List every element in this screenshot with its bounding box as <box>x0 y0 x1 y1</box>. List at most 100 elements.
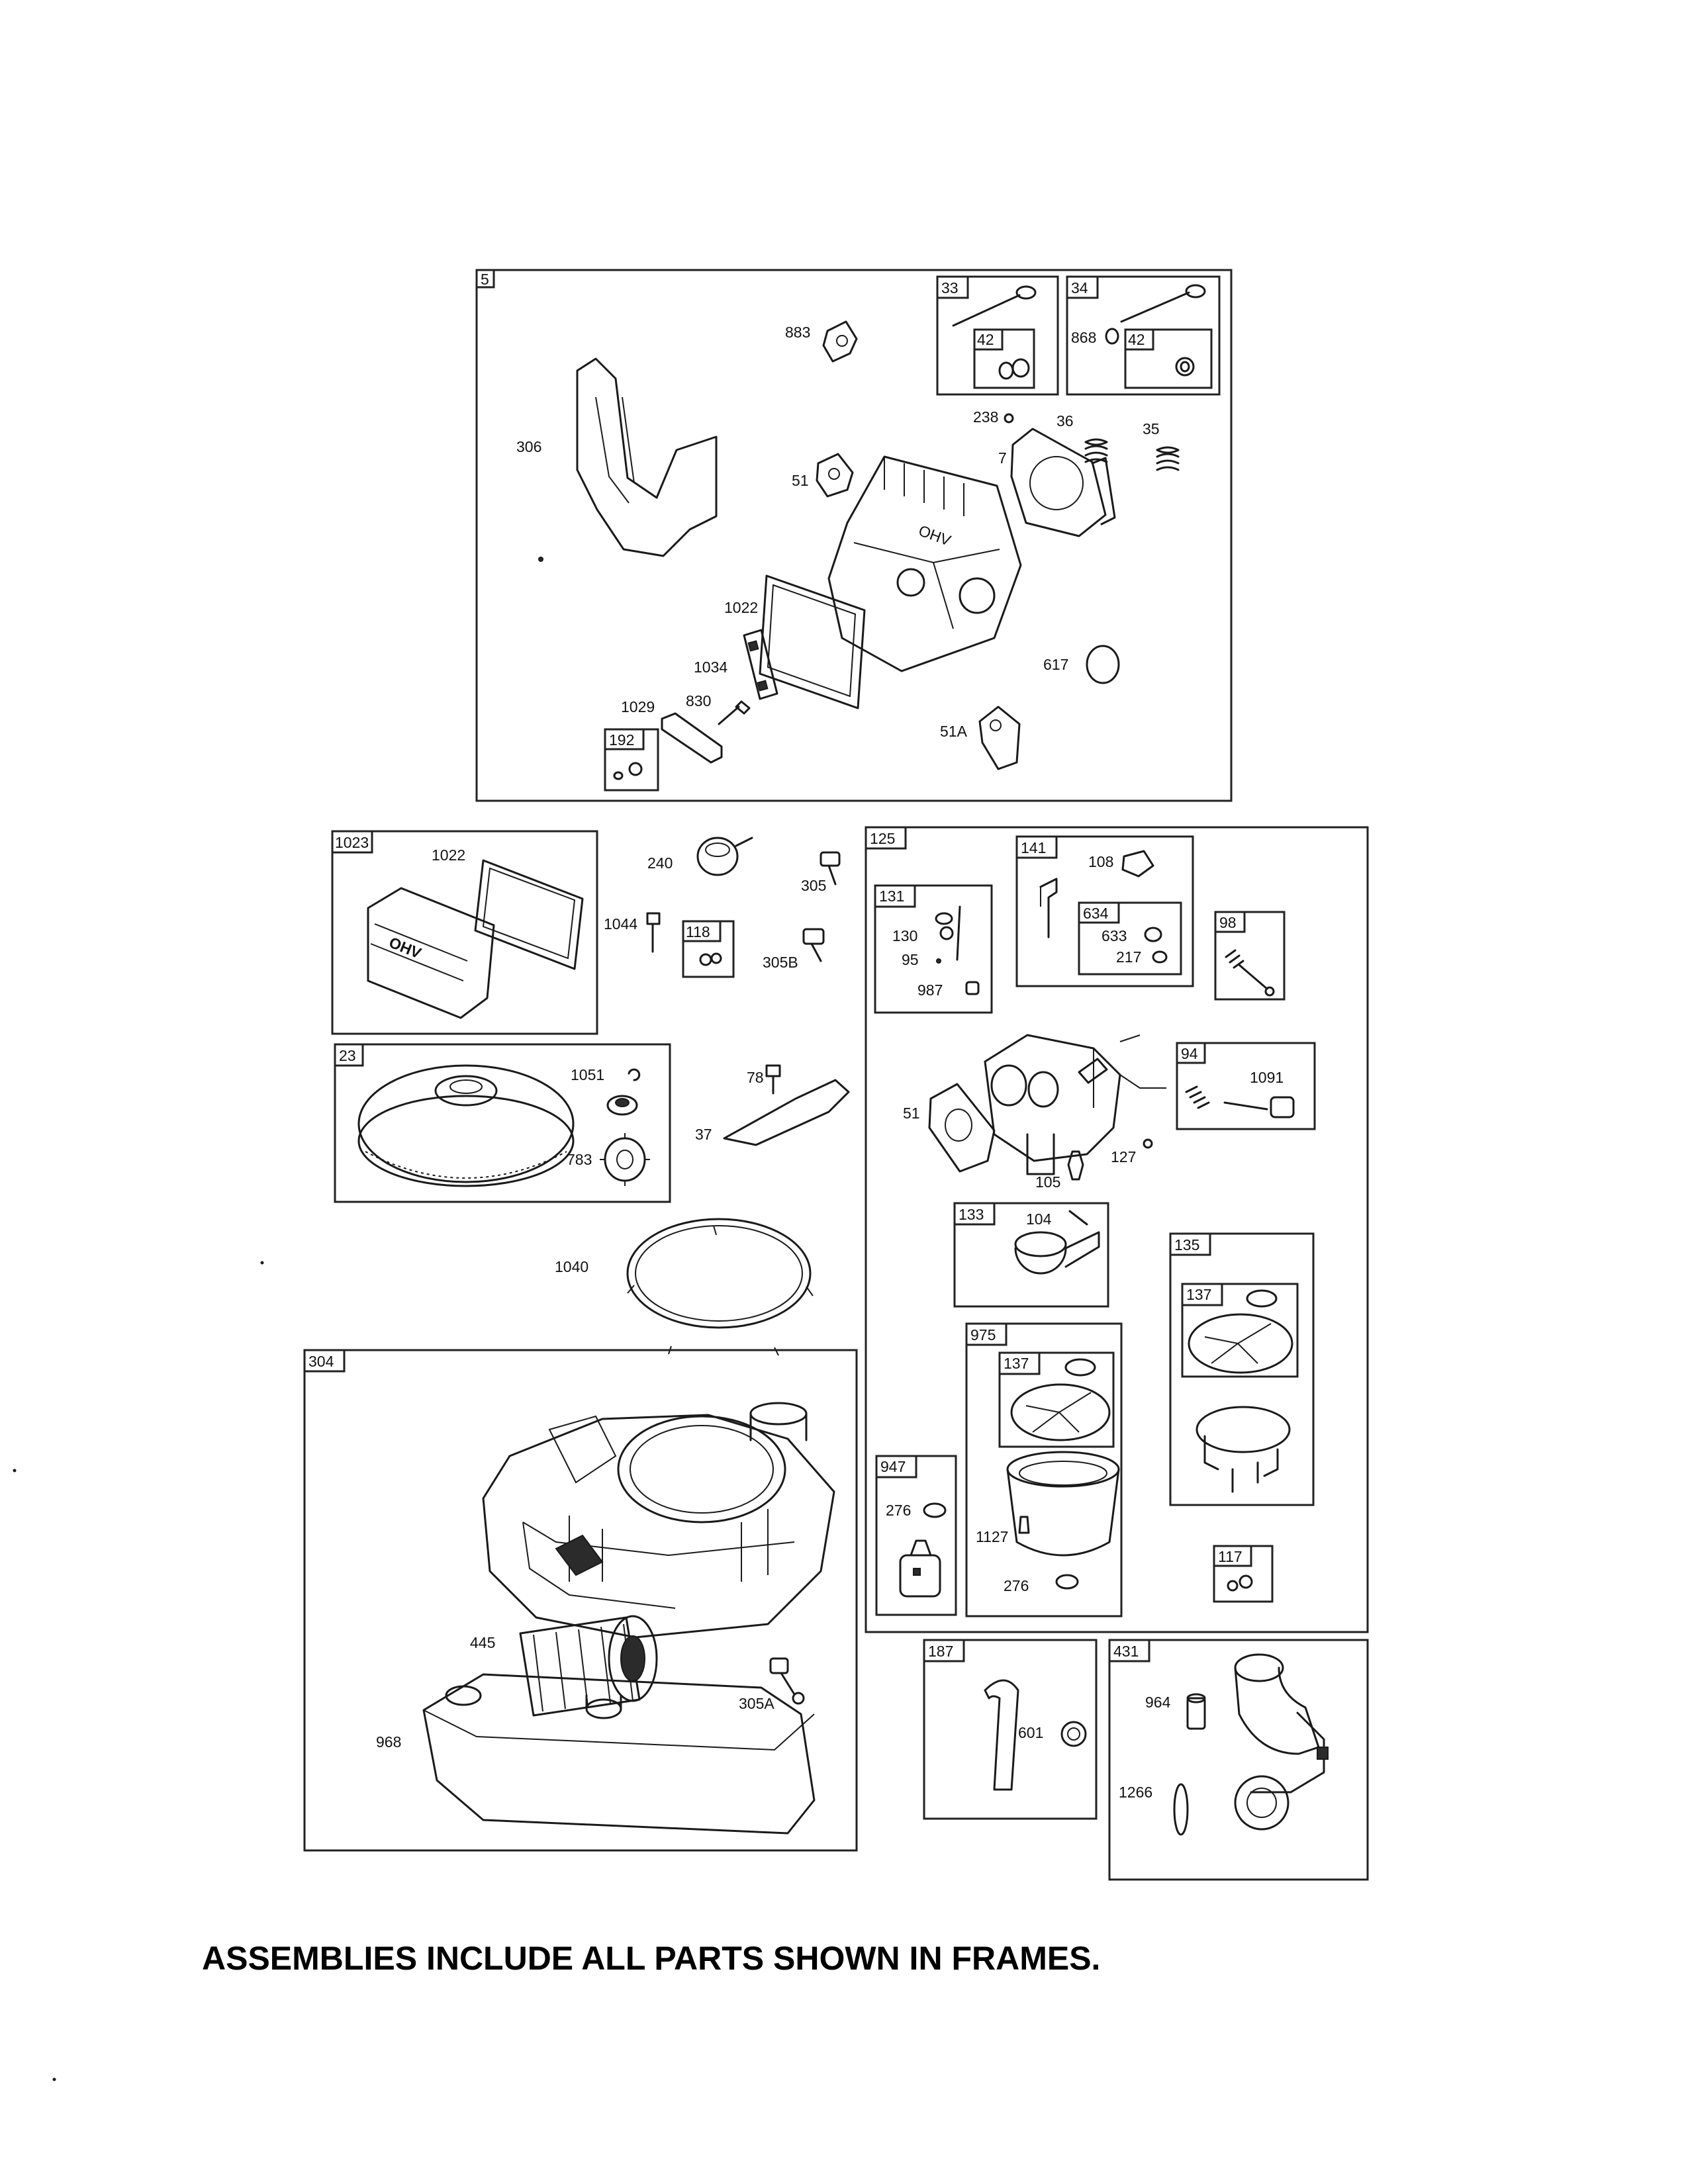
washer-part <box>606 1095 638 1116</box>
frame-141: 141 108 634 633 217 <box>1015 835 1194 987</box>
frame-5-label: 5 <box>481 271 489 288</box>
cylinder-shield-part <box>576 357 718 557</box>
frame-94: 94 1091 <box>1176 1042 1316 1130</box>
frame-947-label: 947 <box>880 1458 906 1475</box>
part-1040-label: 1040 <box>555 1258 588 1275</box>
frame-141-label: 141 <box>1021 839 1046 856</box>
washer-276b-part <box>1055 1574 1079 1590</box>
seal-633-part <box>1144 927 1162 942</box>
mixture-screw-94-part <box>1185 1085 1295 1118</box>
part-1044-label: 1044 <box>604 915 637 933</box>
part-1029-label: 1029 <box>621 698 655 715</box>
part-217-label: 217 <box>1116 948 1141 966</box>
primer-240-part <box>696 837 753 876</box>
valve-seal-868-part <box>1105 328 1119 345</box>
frame-42b-label: 42 <box>1128 331 1145 348</box>
part-240-label: 240 <box>647 854 673 872</box>
valve-seal-b-part <box>1175 357 1195 377</box>
frame-23: 23 1051 783 <box>334 1043 671 1203</box>
speck-mark-part <box>538 557 543 562</box>
part-1034-label: 1034 <box>694 659 727 676</box>
throttle-shaft-130-part <box>935 905 961 961</box>
intake-valve-part <box>952 285 1037 327</box>
scan-speck-2 <box>13 1469 17 1473</box>
part-105-label: 105 <box>1035 1173 1060 1191</box>
frame-33: 33 42 <box>936 275 1059 396</box>
frame-131: 131 130 95 987 <box>874 884 993 1014</box>
part-51a-label: 51 <box>792 472 809 489</box>
part-104-label: 104 <box>1026 1210 1052 1228</box>
o-ring-617-part <box>1086 645 1120 684</box>
frame-98-label: 98 <box>1219 914 1237 931</box>
fuel-tank-968-part <box>422 1673 816 1835</box>
screw-830-part <box>718 700 751 725</box>
washer-276a-part <box>923 1502 947 1518</box>
key-1051-part <box>628 1068 641 1081</box>
frame-1023-label: 1023 <box>335 834 369 851</box>
gear-783-part <box>600 1133 650 1186</box>
pin-238-part <box>1004 413 1014 424</box>
head-logo-text: OHV <box>916 522 953 549</box>
float-needle-105-part <box>1067 1150 1084 1181</box>
part-305A-label: 305A <box>739 1695 774 1712</box>
frame-118-label: 118 <box>686 923 710 940</box>
part-276b-label: 276 <box>1004 1577 1029 1594</box>
part-51A-label: 51A <box>940 723 968 740</box>
blower-housing-part <box>482 1402 835 1639</box>
part-36-label: 36 <box>1056 412 1074 430</box>
footer-note: ASSEMBLIES INCLUDE ALL PARTS SHOWN IN FR… <box>202 1940 1101 1977</box>
frame-947: 947 276 <box>875 1455 957 1616</box>
frame-192-label: 192 <box>609 731 634 749</box>
frame-94-label: 94 <box>1181 1045 1198 1062</box>
part-306-label: 306 <box>516 438 541 455</box>
part-1266-label: 1266 <box>1119 1784 1152 1801</box>
o-ring-127-part <box>1143 1138 1153 1149</box>
frame-431-label: 431 <box>1113 1643 1139 1660</box>
head-gasket-part <box>1010 428 1116 537</box>
frame-137a-label: 137 <box>1186 1286 1211 1303</box>
part-51b-label: 51 <box>903 1105 920 1122</box>
part-127-label: 127 <box>1111 1148 1136 1165</box>
spring-217-part <box>1152 950 1168 964</box>
frame-135-label: 135 <box>1174 1236 1199 1253</box>
part-964-label: 964 <box>1145 1694 1171 1711</box>
part-617-label: 617 <box>1043 656 1068 673</box>
frame-42-label: 42 <box>977 331 994 348</box>
o-ring-137b-part <box>1064 1358 1096 1377</box>
part-968-label: 968 <box>376 1733 401 1751</box>
part-868-label: 868 <box>1071 329 1096 346</box>
solenoid-947-part <box>899 1539 941 1598</box>
bolt-305A-part <box>769 1657 805 1705</box>
pin-104-part <box>1068 1210 1088 1226</box>
frame-125: 125 131 130 95 987 141 <box>865 826 1369 1633</box>
part-238-label: 238 <box>973 408 998 426</box>
frame-135: 135 137 <box>1169 1232 1315 1506</box>
gasket-883-part <box>822 320 858 363</box>
idle-screw-98-part <box>1225 949 1275 997</box>
frame-34-label: 34 <box>1071 279 1088 296</box>
frame-118: 118 <box>682 920 735 978</box>
valve-spring-35-part <box>1156 446 1180 471</box>
gasket-51A-part <box>978 705 1021 770</box>
part-830-label: 830 <box>686 692 711 709</box>
part-276a-label: 276 <box>886 1502 911 1519</box>
carburetor-part <box>984 1034 1166 1175</box>
frame-975: 975 137 1127 276 <box>965 1322 1123 1617</box>
part-1091-label: 1091 <box>1250 1069 1284 1086</box>
frame-137b-label: 137 <box>1004 1355 1029 1372</box>
frame-5: 5 33 42 34 <box>475 269 1233 802</box>
frame-117-label: 117 <box>1218 1548 1243 1565</box>
screw-1127-part <box>1018 1516 1030 1534</box>
diaphragm-137a-part <box>1188 1313 1293 1374</box>
clamp-601-part <box>1060 1721 1087 1747</box>
gasket-108-part <box>1121 850 1154 878</box>
stud-1044-part <box>646 912 661 953</box>
frame-33-label: 33 <box>941 279 959 296</box>
float-133-part <box>1014 1231 1100 1275</box>
plug-964-part <box>1186 1693 1206 1730</box>
diaphragm-137b-part <box>1010 1383 1111 1441</box>
seal-987-part <box>965 981 980 995</box>
part-95-label: 95 <box>902 951 919 968</box>
frame-431: 431 964 1266 <box>1108 1639 1369 1881</box>
